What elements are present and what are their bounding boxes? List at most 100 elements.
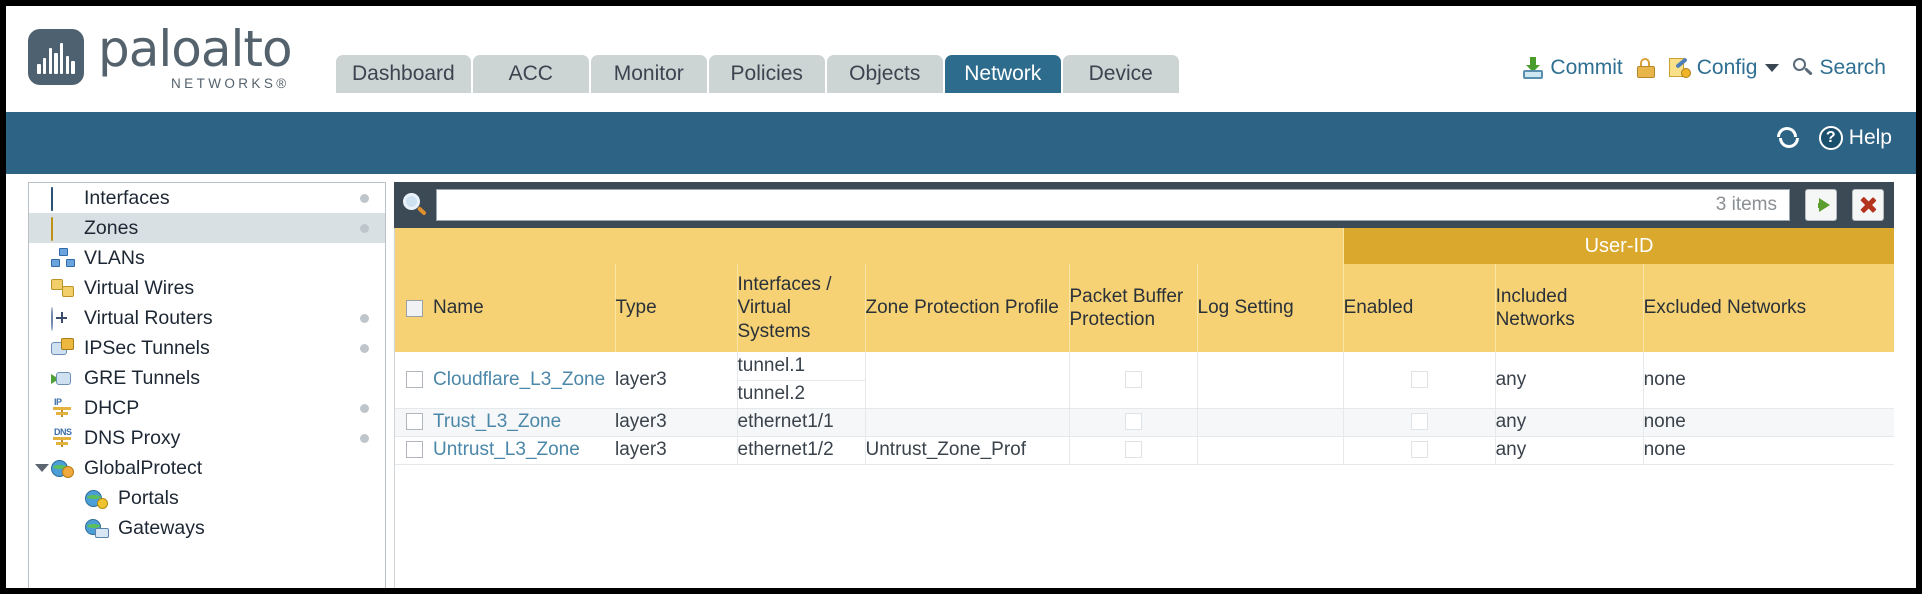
brand-name: paloalto: [98, 20, 293, 78]
sidebar-item-label: Interfaces: [84, 186, 170, 209]
row-select-cell: [395, 352, 433, 409]
tab-acc[interactable]: ACC: [472, 55, 589, 93]
select-all-checkbox[interactable]: [405, 299, 423, 317]
sidebar-item-virtual-wires[interactable]: Virtual Wires: [29, 273, 385, 303]
packet-buffer-protection-checkbox[interactable]: [1124, 441, 1142, 459]
config-label: Config: [1696, 56, 1758, 79]
top-header-bar: paloalto NETWORKS®: [6, 6, 1916, 112]
sidebar-item-label: Virtual Wires: [84, 276, 195, 299]
cell-name: Trust_L3_Zone: [433, 408, 615, 437]
cell-included-networks: any: [1494, 352, 1644, 409]
cell-name: Cloudflare_L3_Zone: [433, 352, 615, 409]
userid-enabled-checkbox[interactable]: [1410, 413, 1428, 431]
status-dot: [360, 344, 369, 353]
filter-input[interactable]: 3 items: [436, 189, 1790, 221]
col-header-userid-enabled[interactable]: Enabled: [1343, 264, 1496, 352]
cell-zone-protection-profile: [865, 352, 1069, 409]
packet-buffer-protection-checkbox[interactable]: [1124, 371, 1142, 389]
row-checkbox[interactable]: [405, 371, 423, 389]
tab-objects[interactable]: Objects: [826, 55, 943, 93]
col-header-included-networks[interactable]: Included Networks: [1495, 264, 1644, 352]
cell-excluded-networks: none: [1642, 352, 1894, 409]
paloalto-logo-icon: [28, 29, 84, 86]
tab-policies[interactable]: Policies: [708, 55, 825, 93]
sidebar-item-zones[interactable]: Zones: [29, 213, 385, 243]
sidebar-item-interfaces[interactable]: Interfaces: [29, 183, 385, 213]
zone-link[interactable]: Cloudflare_L3_Zone: [433, 368, 606, 390]
tab-network[interactable]: Network: [944, 55, 1061, 93]
sidebar-item-globalprotect[interactable]: GlobalProtect: [29, 453, 385, 483]
userid-enabled-checkbox[interactable]: [1410, 371, 1428, 389]
zone-link[interactable]: Untrust_L3_Zone: [433, 439, 580, 460]
apply-filter-button[interactable]: [1805, 189, 1837, 221]
row-checkbox[interactable]: [405, 413, 423, 431]
sidebar-item-ipsec-tunnels[interactable]: IPSec Tunnels: [29, 333, 385, 363]
cell-userid-enabled: [1342, 352, 1496, 409]
sidebar-item-label: VLANs: [84, 246, 145, 269]
sidebar-item-virtual-routers[interactable]: Virtual Routers: [29, 303, 385, 333]
sidebar-item-dns-proxy[interactable]: DNS DNS Proxy: [29, 423, 385, 453]
col-header-log-setting[interactable]: Log Setting: [1197, 264, 1344, 352]
search-icon: [402, 192, 428, 218]
sidebar-item-label: GlobalProtect: [84, 456, 203, 479]
sidebar-item-gre-tunnels[interactable]: GRE Tunnels: [29, 363, 385, 393]
col-header-packet-buffer-protection[interactable]: Packet Buffer Protection: [1069, 264, 1198, 352]
help-button[interactable]: ? Help: [1818, 126, 1892, 150]
col-header-zone-protection-profile[interactable]: Zone Protection Profile: [865, 264, 1070, 352]
table-header-row: Name Type Interfaces / Virtual Systems Z…: [395, 264, 1894, 352]
cell-interface: ethernet1/2: [736, 436, 866, 465]
search-button[interactable]: Search: [1793, 56, 1886, 80]
clear-filter-button[interactable]: [1852, 189, 1884, 221]
ipsec-tunnels-icon: [51, 337, 77, 359]
table-row[interactable]: Cloudflare_L3_Zone layer3 tunnel.1 any n…: [395, 352, 1894, 409]
row-checkbox[interactable]: [405, 441, 423, 459]
header-actions: Commit Config Search: [1522, 56, 1886, 80]
vlans-icon: [51, 247, 77, 269]
search-icon: [1793, 58, 1814, 78]
refresh-icon[interactable]: [1775, 126, 1801, 150]
sidebar-item-gateways[interactable]: Gateways: [29, 513, 385, 543]
tab-monitor[interactable]: Monitor: [590, 55, 707, 93]
cell-userid-enabled: [1342, 408, 1496, 437]
sidebar-item-label: Gateways: [118, 516, 205, 539]
col-header-name[interactable]: Name: [433, 264, 616, 352]
status-dot: [360, 434, 369, 443]
cell-log-setting: [1196, 352, 1344, 409]
globalprotect-icon: [51, 458, 77, 479]
sidebar-item-label: IPSec Tunnels: [84, 336, 210, 359]
cell-included-networks: any: [1494, 436, 1644, 465]
apply-filter-icon: [1817, 198, 1830, 212]
cell-name: Untrust_L3_Zone: [433, 436, 615, 465]
virtual-routers-icon: [51, 306, 77, 331]
sidebar-item-portals[interactable]: Portals: [29, 483, 385, 513]
status-dot: [360, 314, 369, 323]
zones-icon: [51, 216, 77, 241]
config-icon: [1668, 57, 1691, 78]
sidebar-item-label: Zones: [84, 216, 139, 239]
zone-link[interactable]: Trust_L3_Zone: [433, 411, 562, 432]
cell-log-setting: [1196, 408, 1344, 437]
cell-zone-protection-profile: [865, 408, 1069, 437]
col-header-excluded-networks[interactable]: Excluded Networks: [1643, 264, 1894, 352]
tab-device[interactable]: Device: [1062, 55, 1179, 93]
table-row[interactable]: Trust_L3_Zone layer3 ethernet1/1 any non…: [395, 408, 1894, 437]
chevron-down-icon: [1765, 64, 1780, 72]
sidebar-item-dhcp[interactable]: IP DHCP: [29, 393, 385, 423]
cell-zone-protection-profile: Untrust_Zone_Prof: [865, 436, 1069, 465]
packet-buffer-protection-checkbox[interactable]: [1124, 413, 1142, 431]
expander-triangle-icon[interactable]: [35, 464, 49, 472]
interfaces-icon: [51, 186, 77, 211]
col-header-interfaces[interactable]: Interfaces / Virtual Systems: [737, 264, 866, 352]
network-sidebar: Interfaces Zones VLANs Virtual Wires Vir…: [28, 182, 386, 588]
commit-label: Commit: [1550, 56, 1623, 79]
commit-button[interactable]: Commit: [1522, 56, 1623, 80]
col-header-type[interactable]: Type: [615, 264, 738, 352]
config-menu[interactable]: Config: [1668, 56, 1780, 80]
table-row[interactable]: Untrust_L3_Zone layer3 ethernet1/2 Untru…: [395, 436, 1894, 465]
table-group-header-row: User-ID: [395, 228, 1894, 264]
tab-dashboard[interactable]: Dashboard: [336, 55, 471, 93]
sidebar-item-vlans[interactable]: VLANs: [29, 243, 385, 273]
lock-icon[interactable]: [1636, 58, 1655, 78]
userid-enabled-checkbox[interactable]: [1410, 441, 1428, 459]
